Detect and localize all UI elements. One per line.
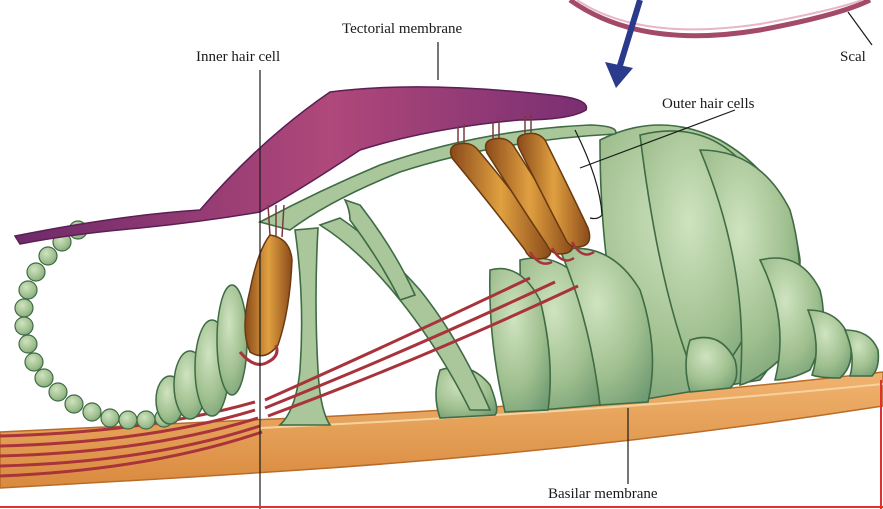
scala-label-partial: Scal xyxy=(840,50,866,65)
outer-hair-cells-label: Outer hair cells xyxy=(662,97,754,112)
beaded-cell-chain xyxy=(15,221,173,429)
basilar-membrane-label: Basilar membrane xyxy=(548,487,658,502)
sound-direction-arrow-icon xyxy=(605,0,640,88)
tectorial-membrane-label: Tectorial membrane xyxy=(342,22,462,37)
inner-supporting-cells xyxy=(156,285,247,424)
inner-hair-cell-label: Inner hair cell xyxy=(196,50,280,65)
